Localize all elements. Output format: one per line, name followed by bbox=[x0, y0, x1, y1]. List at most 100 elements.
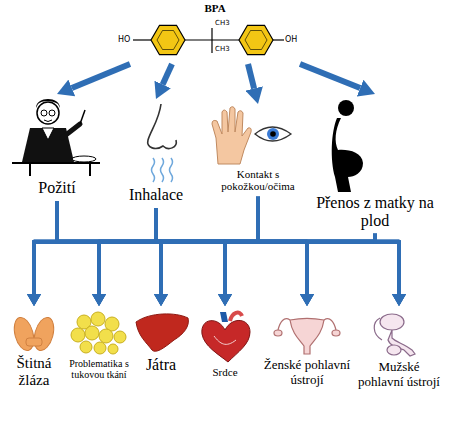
head bbox=[37, 102, 59, 124]
vas bbox=[374, 318, 382, 340]
ring-inner bbox=[245, 31, 267, 50]
isthmus bbox=[26, 338, 42, 346]
effect-arrow bbox=[57, 201, 307, 294]
node-label: Požití bbox=[8, 179, 106, 197]
table-leg bbox=[89, 163, 91, 176]
exposure-arrow bbox=[248, 64, 254, 88]
effect-arrow bbox=[375, 234, 399, 294]
fork bbox=[80, 110, 85, 124]
effect-arrow bbox=[156, 208, 307, 294]
bladder bbox=[380, 314, 404, 330]
route-box: Inhalace bbox=[110, 100, 202, 206]
fat-cell bbox=[114, 331, 126, 343]
liver-icon bbox=[136, 314, 188, 351]
effect-arrow bbox=[57, 201, 225, 294]
vessel bbox=[220, 312, 228, 322]
effect-arrow bbox=[161, 234, 375, 294]
mouth bbox=[44, 120, 52, 122]
heart-line bbox=[214, 336, 236, 344]
smell-wave bbox=[161, 158, 164, 182]
effect-arrow bbox=[57, 201, 99, 294]
fat-cell bbox=[80, 341, 92, 353]
fat-cell bbox=[94, 342, 106, 354]
lobe bbox=[11, 315, 37, 353]
organ-box: Játra bbox=[132, 308, 190, 376]
bond bbox=[273, 39, 284, 40]
effect-arrow bbox=[225, 197, 258, 294]
glasses bbox=[49, 110, 55, 116]
node-label: Srdce bbox=[190, 366, 260, 378]
node-label: Inhalace bbox=[110, 186, 202, 204]
glasses bbox=[41, 110, 47, 116]
effect-arrow bbox=[99, 234, 375, 294]
eye bbox=[255, 127, 291, 141]
iris bbox=[267, 128, 279, 140]
atom-label: CH3 bbox=[215, 46, 230, 53]
bond bbox=[133, 39, 151, 40]
atom-label: HO bbox=[118, 36, 130, 44]
pregnant-woman-icon bbox=[332, 100, 363, 192]
body bbox=[332, 118, 363, 192]
heart-icon bbox=[202, 312, 250, 362]
effect-arrow bbox=[34, 234, 375, 294]
effect-arrow bbox=[57, 201, 161, 294]
ovary bbox=[274, 330, 282, 336]
fat-cell bbox=[71, 328, 85, 342]
node-label: Játra bbox=[132, 356, 190, 374]
organ-box: Problematika s tukovou tkání bbox=[66, 308, 132, 382]
effect-arrow bbox=[225, 234, 375, 294]
urethra bbox=[388, 330, 415, 356]
fat-cell bbox=[85, 326, 99, 340]
bpa-molecule bbox=[133, 25, 284, 54]
fat-cell bbox=[99, 329, 113, 343]
uterus bbox=[290, 319, 324, 355]
organ-box: Srdce bbox=[190, 308, 260, 380]
effect-arrow bbox=[258, 197, 399, 294]
hand-eye-icon bbox=[212, 107, 291, 164]
nose bbox=[148, 104, 177, 148]
smell-wave bbox=[170, 158, 173, 182]
lobe bbox=[31, 315, 57, 353]
node-label: BPA bbox=[110, 2, 320, 14]
organ-box: Ženské pohlavní ústrojí bbox=[263, 308, 351, 389]
benzene-ring bbox=[239, 25, 273, 54]
node-label: Štitná žláza bbox=[2, 355, 66, 389]
hand bbox=[212, 107, 251, 164]
route-box: Kontakt s pokožkou/očima bbox=[204, 105, 312, 195]
effect-arrow bbox=[258, 197, 307, 294]
arm bbox=[62, 124, 80, 138]
exposure-arrow bbox=[300, 64, 360, 88]
eating-man-icon bbox=[12, 99, 100, 176]
head bbox=[338, 100, 354, 116]
benzene-ring bbox=[151, 25, 185, 54]
tube bbox=[278, 319, 290, 330]
effect-arrow bbox=[307, 234, 375, 294]
node-label: Ženské pohlavní ústrojí bbox=[263, 358, 351, 387]
effect-arrow bbox=[161, 197, 258, 294]
effect-arrow bbox=[34, 208, 156, 294]
testis bbox=[387, 345, 401, 355]
heart bbox=[202, 320, 250, 362]
fat-cell bbox=[108, 344, 118, 354]
effect-arrow bbox=[99, 208, 156, 294]
fat-tissue-icon bbox=[71, 312, 126, 354]
nose-icon bbox=[148, 104, 177, 182]
route-box: Přenos z matky na plod bbox=[305, 95, 445, 232]
effect-arrow bbox=[156, 208, 225, 294]
atom-label: OH bbox=[285, 36, 297, 44]
pupil bbox=[270, 131, 276, 137]
collar bbox=[42, 128, 54, 140]
atom-label: CH3 bbox=[215, 20, 230, 27]
node-label: Problematika s tukovou tkání bbox=[66, 358, 132, 380]
organ-box: Mužské pohlavní ústrojí bbox=[355, 308, 443, 391]
fat-cell bbox=[91, 312, 105, 326]
organ-box: Štitná žláza bbox=[2, 308, 66, 391]
table-leg bbox=[29, 163, 31, 176]
compound-box: BPA bbox=[110, 0, 320, 64]
thyroid-icon bbox=[11, 315, 57, 353]
ring-inner bbox=[157, 31, 179, 50]
effect-arrow bbox=[99, 197, 258, 294]
effect-arrow bbox=[34, 201, 57, 294]
male-reproductive-icon bbox=[374, 314, 415, 356]
